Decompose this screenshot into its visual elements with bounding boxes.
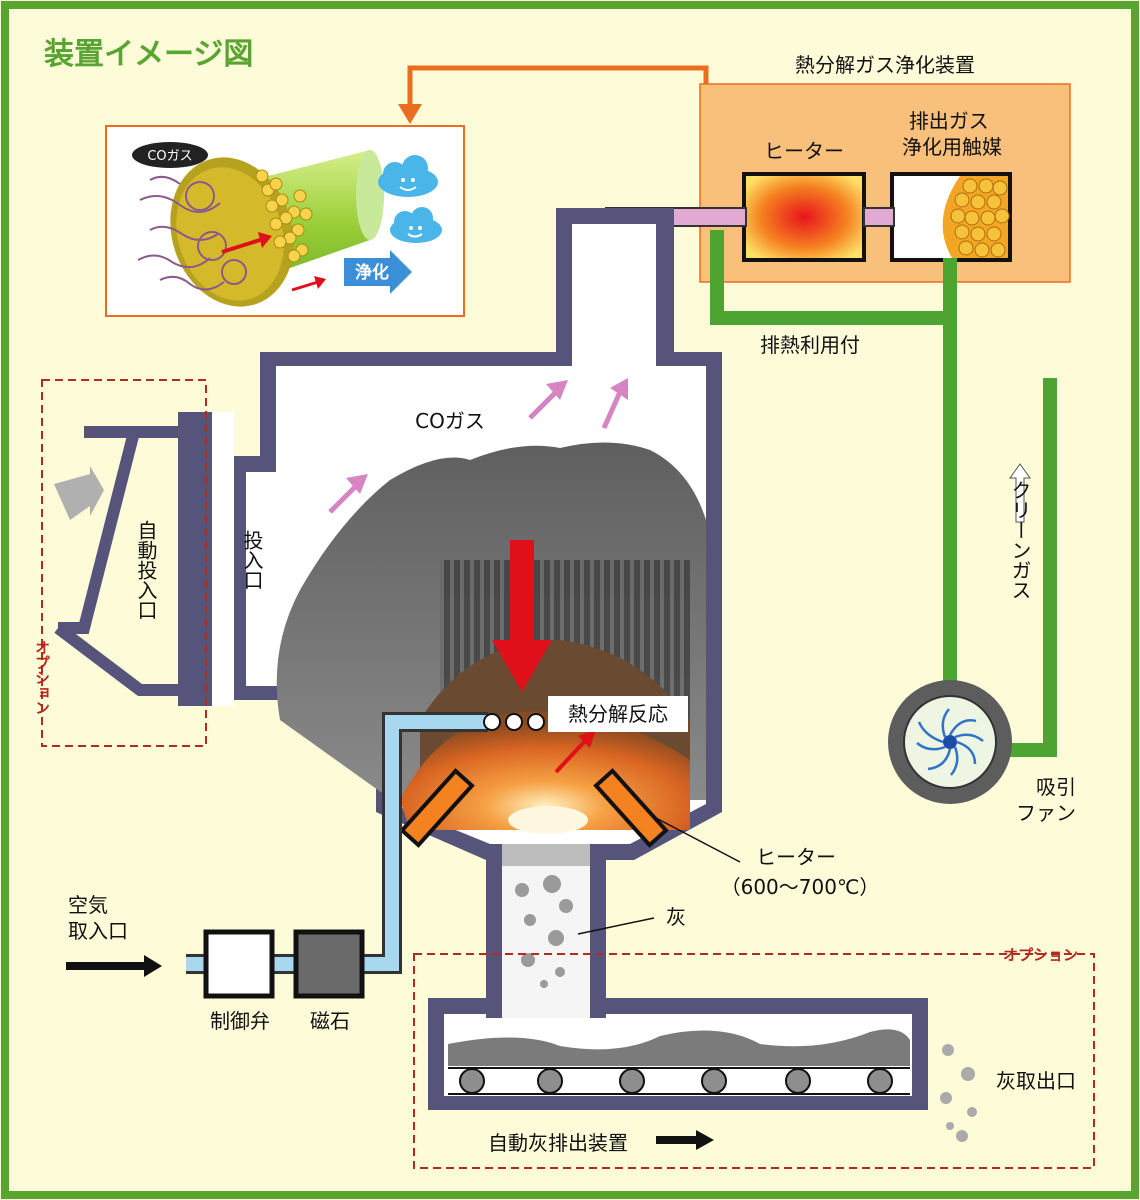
ash-outlet-label: 灰取出口: [996, 1069, 1076, 1093]
catalyst-box-label: 排出ガス 浄化用触媒: [902, 109, 1002, 159]
valve-label: 制御弁: [210, 1009, 270, 1033]
ash-label: 灰: [666, 905, 686, 929]
ash-conveyor: [428, 990, 928, 1110]
gas-flow-arrows: [328, 378, 628, 514]
pyrolysis-label: 熱分解反応: [568, 702, 668, 726]
ash-device-label: 自動灰排出装置: [488, 1131, 628, 1155]
purify-arrow: [344, 250, 412, 294]
air-intake-arrow: [66, 955, 162, 977]
clean-cloud-icon: [378, 155, 438, 197]
exhaust-heat-label: 排熱利用付: [760, 333, 860, 357]
purifier-heater: [742, 172, 866, 262]
red-down-arrow: [492, 540, 552, 692]
input-arrow-icon: [54, 466, 104, 520]
purifier-title: 熱分解ガス浄化装置: [795, 53, 975, 77]
ash-chute: [486, 844, 606, 1004]
exhaust-pipes: [710, 230, 1057, 757]
air-intake-label: 空気取入口: [68, 893, 128, 943]
heater-label: ヒーター: [756, 845, 836, 869]
clean-gas-label: クリーンガス: [1008, 480, 1032, 600]
fan-label: 吸引ファン: [1016, 775, 1076, 825]
diagram-title: 装置イメージ図: [44, 37, 253, 72]
furnace-heater: [399, 768, 669, 848]
auto-inlet: [54, 426, 178, 696]
option-label-ash: オプション: [1003, 946, 1078, 964]
heater-temp-label: （600～700℃）: [721, 875, 880, 899]
catalyst-inset: COガス 浄化: [105, 125, 465, 317]
auto-inlet-label: 自動投入口: [134, 520, 158, 620]
option-box-ash: [413, 953, 1095, 1169]
co-gas-badge: COガス: [147, 149, 192, 164]
heater-box-label: ヒーター: [764, 139, 844, 163]
air-pipe: [186, 712, 545, 974]
ash-device-arrow: [656, 1130, 714, 1150]
purifier-to-inset-arrow: [407, 65, 709, 108]
option-box-inlet: [41, 379, 207, 747]
suction-fan: [888, 680, 1012, 804]
fan-icon: [943, 735, 957, 749]
magnet-label: 磁石: [310, 1009, 350, 1033]
co-gas-label: COガス: [415, 409, 485, 433]
magnet: [293, 929, 365, 999]
control-valve: [203, 929, 275, 999]
clean-gas-arrow: [1009, 463, 1031, 523]
clean-cloud-icon: [390, 207, 442, 243]
inlet-label: 投入口: [240, 530, 264, 590]
option-label-inlet: オプション: [33, 640, 51, 715]
purify-label: 浄化: [355, 262, 389, 283]
